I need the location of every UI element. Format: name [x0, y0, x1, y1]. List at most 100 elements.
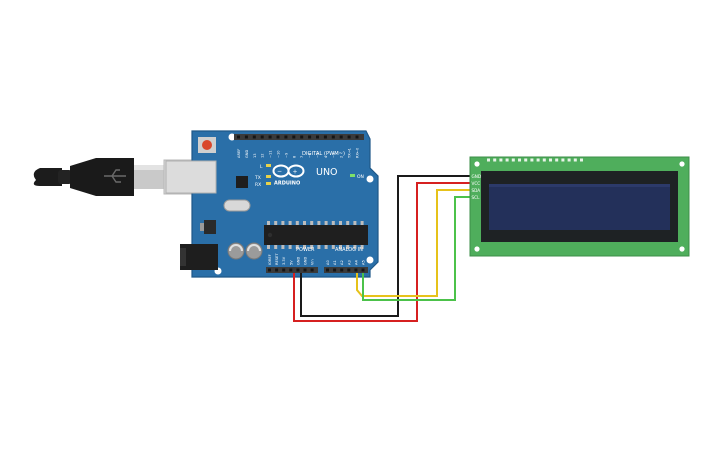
- chip-pins: [267, 221, 364, 249]
- header-pin[interactable]: [361, 268, 365, 272]
- pin-label: ~9: [284, 152, 288, 158]
- rx-label: RX: [255, 182, 261, 188]
- header-pin[interactable]: [289, 268, 293, 272]
- pin-label: GND: [296, 257, 300, 265]
- header-pin[interactable]: [333, 268, 337, 272]
- header-pin[interactable]: [340, 268, 344, 272]
- lcd-pad: [518, 158, 521, 162]
- pin-label: A4: [354, 260, 358, 265]
- logo-infinity-right: [287, 164, 305, 178]
- power-label: POWER: [296, 247, 315, 253]
- header-pin[interactable]: [339, 135, 343, 139]
- arduino-wordmark: ARDUINO: [274, 181, 300, 187]
- header-pin[interactable]: [354, 268, 358, 272]
- chip-leg: [274, 221, 278, 225]
- mounting-hole: [679, 161, 685, 167]
- header-pin[interactable]: [260, 135, 264, 139]
- usb-plug-body: [70, 158, 134, 196]
- header-pin[interactable]: [347, 135, 351, 139]
- lcd-pad: [524, 158, 528, 162]
- lcd-pad: [567, 158, 571, 162]
- usb-b-port: [165, 160, 217, 194]
- header-pin[interactable]: [282, 268, 286, 272]
- chip-leg: [281, 245, 285, 249]
- chip-leg: [324, 245, 328, 249]
- header-pin[interactable]: [275, 268, 279, 272]
- l-led-label: L: [260, 164, 263, 170]
- pin-label: GND: [304, 257, 308, 265]
- lcd-pad: [505, 158, 509, 162]
- vcc-wire[interactable]: [293, 182, 470, 322]
- lcd-screen[interactable]: [489, 184, 670, 230]
- pin-label: A5: [362, 260, 366, 265]
- lcd-pad: [580, 158, 583, 162]
- arduino-logo: − +: [272, 164, 305, 178]
- power-header-pins: [268, 268, 314, 272]
- header-pin[interactable]: [244, 135, 248, 139]
- pin-label: 3.3V: [282, 256, 286, 265]
- chip-leg: [360, 245, 364, 249]
- header-pin[interactable]: [303, 268, 307, 272]
- usb-icon: [104, 169, 126, 183]
- chip-leg: [346, 221, 350, 225]
- sda-wire[interactable]: [356, 189, 470, 297]
- header-pin[interactable]: [310, 268, 314, 272]
- header-pin[interactable]: [268, 135, 272, 139]
- chip-leg: [346, 245, 350, 249]
- header-pin[interactable]: [268, 268, 271, 272]
- pin-label: IOREF: [268, 254, 272, 265]
- gnd-wire[interactable]: [300, 175, 470, 317]
- pin-label: 4: [324, 155, 328, 158]
- chip-leg: [310, 245, 314, 249]
- header-pin[interactable]: [331, 135, 335, 139]
- crystal-oscillator: [223, 199, 251, 212]
- header-pin[interactable]: [355, 135, 359, 139]
- header-pin[interactable]: [284, 135, 288, 139]
- lcd-top-pads: [487, 158, 583, 162]
- chip-leg: [317, 245, 321, 249]
- pin-label: RESET: [275, 253, 279, 265]
- chip-leg: [360, 221, 364, 225]
- usb-interface-chip: [236, 176, 248, 188]
- pin-label: 8: [292, 155, 296, 158]
- header-pin[interactable]: [296, 268, 300, 272]
- power-jack-face: [180, 248, 186, 266]
- chip-leg: [288, 221, 292, 225]
- header-pin[interactable]: [347, 268, 351, 272]
- usb-strain-relief: [58, 170, 72, 184]
- header-pin[interactable]: [252, 135, 256, 139]
- on-led: [350, 174, 355, 177]
- pin-label: 7: [300, 156, 304, 158]
- lcd-pad: [573, 158, 577, 162]
- header-pin[interactable]: [326, 268, 329, 272]
- chip-leg: [339, 221, 342, 225]
- chip-leg: [295, 245, 299, 249]
- pin-label: A2: [340, 260, 344, 265]
- chip-leg: [281, 221, 285, 225]
- logo-minus: −: [277, 168, 282, 175]
- scl-wire[interactable]: [362, 196, 470, 301]
- header-pin[interactable]: [323, 135, 327, 139]
- chip-leg: [339, 245, 342, 249]
- pin-label: Vin: [311, 259, 315, 265]
- header-pin[interactable]: [308, 135, 312, 139]
- chip-leg: [353, 221, 357, 225]
- header-pin[interactable]: [316, 135, 319, 139]
- header-pin[interactable]: [237, 135, 240, 139]
- pin-label: A0: [326, 260, 330, 265]
- header-pin[interactable]: [276, 135, 280, 139]
- reset-button[interactable]: [202, 140, 212, 150]
- chip-leg: [267, 221, 270, 225]
- header-pin[interactable]: [292, 135, 296, 139]
- lcd-pin-label: SDA: [472, 188, 481, 193]
- header-pin[interactable]: [300, 135, 304, 139]
- mounting-hole: [679, 246, 685, 252]
- usb-connector-shade: [134, 165, 164, 170]
- chip-leg: [267, 245, 270, 249]
